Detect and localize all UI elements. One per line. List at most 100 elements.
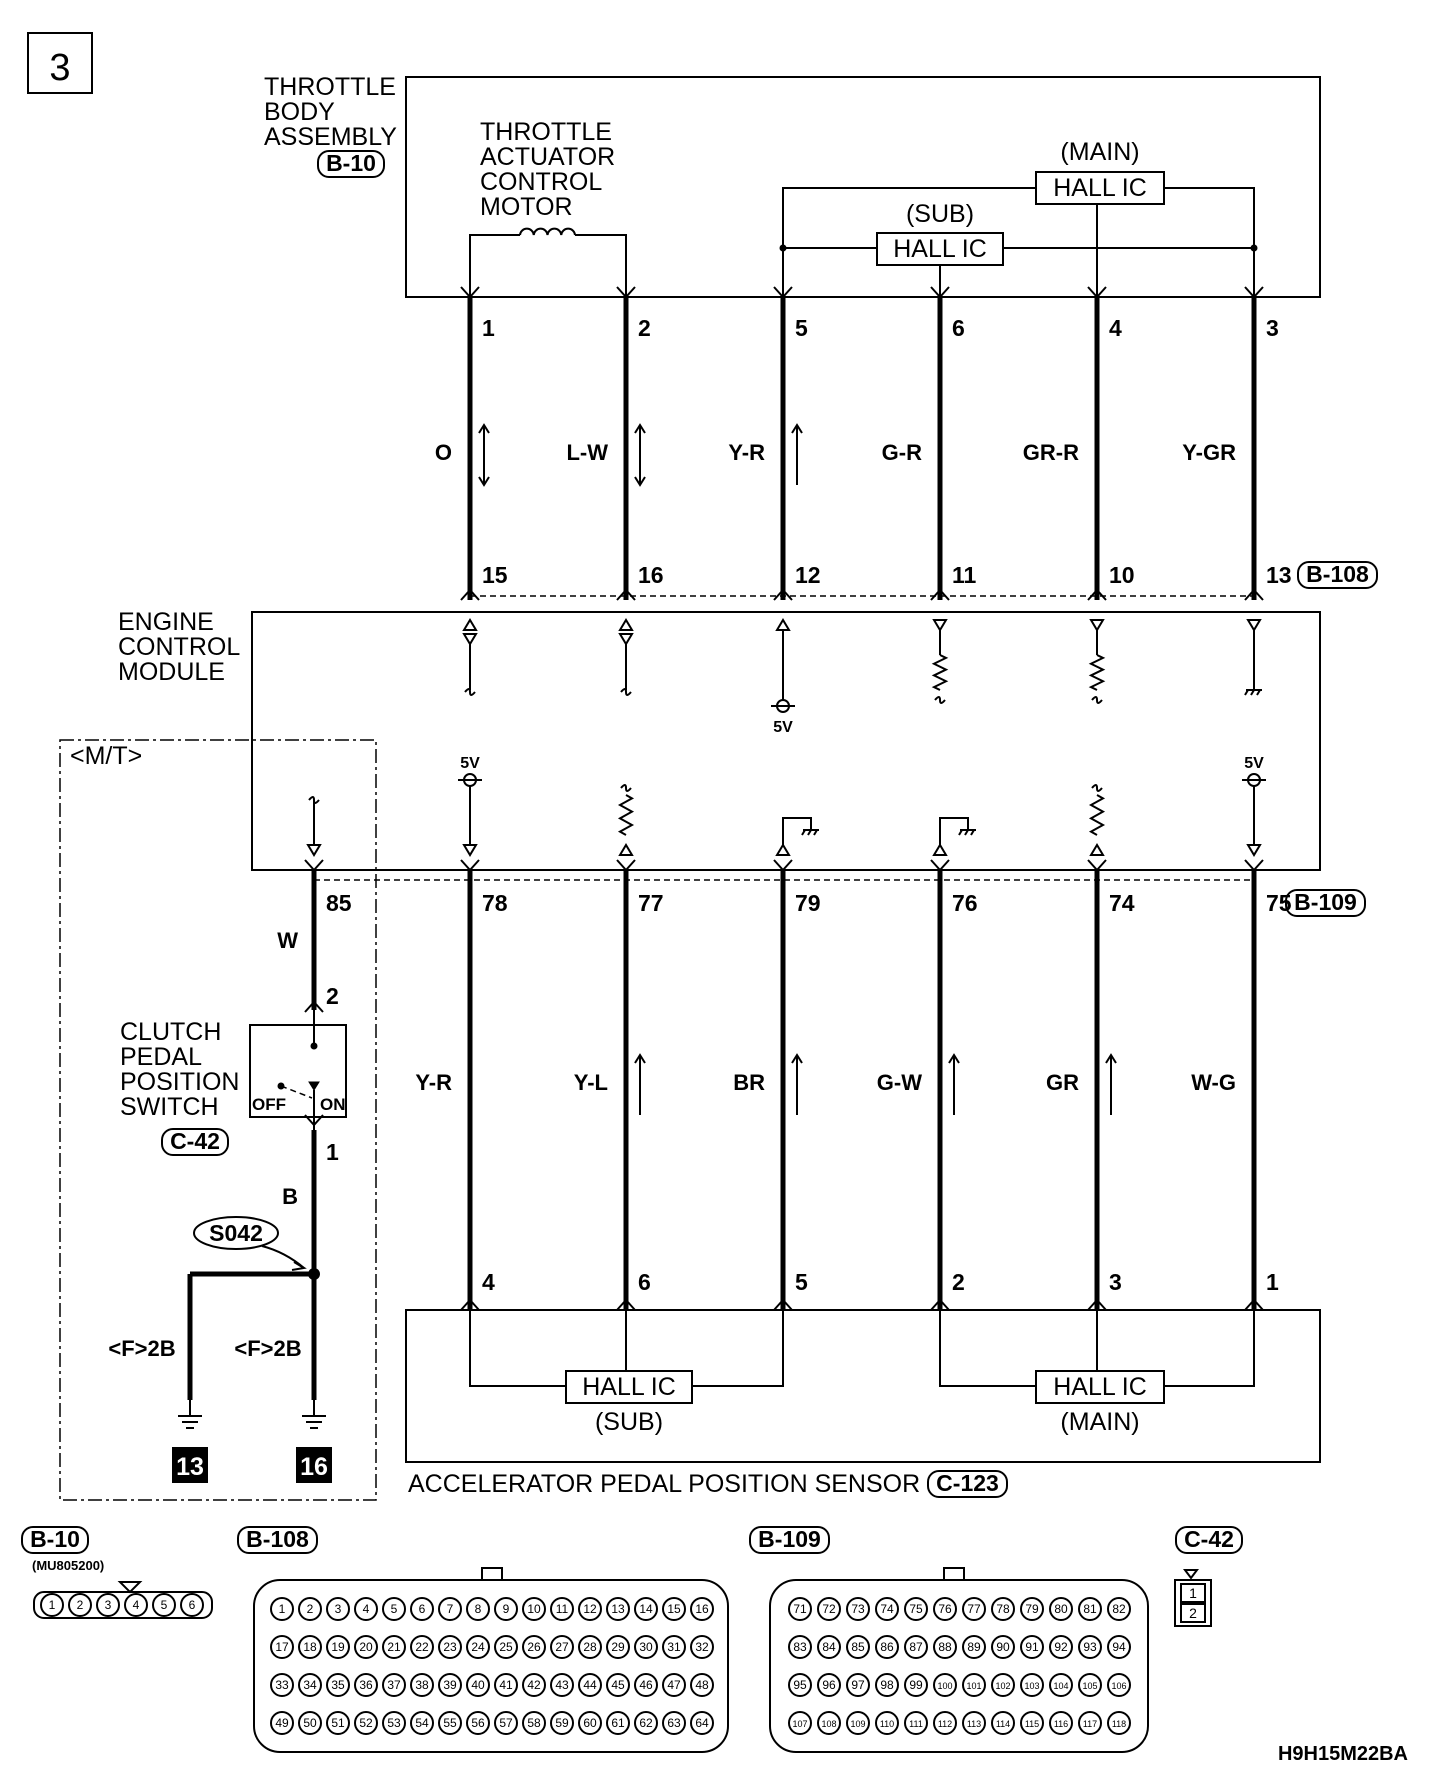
connector-b108-pin-2-9-circle bbox=[522, 1673, 546, 1697]
ecm-title-1: CONTROL bbox=[118, 633, 240, 661]
sensor-pin-4: 3 bbox=[1109, 1269, 1122, 1295]
sensor-pin-3: 2 bbox=[952, 1269, 965, 1295]
ecm-upper-tri-up-2 bbox=[775, 618, 791, 631]
connector-b108-pin-1-4: 21 bbox=[387, 1640, 401, 1654]
connector-b10-pin-5: 6 bbox=[189, 1598, 196, 1612]
upper-wire-top-chevron-5 bbox=[1244, 286, 1264, 299]
connector-b109-pin-2-10: 105 bbox=[1082, 1681, 1097, 1691]
connector-b108-pin-0-15: 16 bbox=[695, 1602, 709, 1616]
connector-b108-pin-3-10: 59 bbox=[555, 1716, 569, 1730]
sensor-sub-hall-ic: HALL IC bbox=[582, 1373, 676, 1401]
lower-wire-color-2: BR bbox=[733, 1070, 765, 1095]
connector-b108-pin-1-8: 25 bbox=[499, 1640, 513, 1654]
sensor-frame bbox=[405, 1309, 1321, 1463]
lower-wire-arrowhead-2 bbox=[791, 1053, 803, 1064]
connector-b108-pin-1-15-circle bbox=[690, 1635, 714, 1659]
connector-b109-pin-3-3-circle bbox=[875, 1711, 899, 1735]
connector-b108-pin-0-12: 13 bbox=[611, 1602, 625, 1616]
connector-b108-pin-3-15: 64 bbox=[695, 1716, 709, 1730]
connector-b108-pin-1-1-circle bbox=[298, 1635, 322, 1659]
connector-b108-pin-0-4: 5 bbox=[391, 1602, 398, 1616]
connector-b109-pin-2-6: 101 bbox=[966, 1681, 981, 1691]
connector-b109-pin-2-10-circle bbox=[1078, 1673, 1102, 1697]
connector-b10-pin-4: 5 bbox=[161, 1598, 168, 1612]
connector-b108-pin-0-4-circle bbox=[382, 1597, 406, 1621]
connector-b108-pin-1-11-circle bbox=[578, 1635, 602, 1659]
mt-wire-top-color: W bbox=[277, 928, 298, 953]
connector-b109-pin-1-10-circle bbox=[1078, 1635, 1102, 1659]
connector-b109-pin-3-11-circle bbox=[1107, 1711, 1131, 1735]
clutch-switch-connector-frame bbox=[161, 1128, 229, 1156]
ecm-lower-pin-4: 74 bbox=[1109, 890, 1135, 916]
connector-b109-label: B-109 bbox=[758, 1526, 821, 1552]
connector-b108-pin-1-0-circle bbox=[270, 1635, 294, 1659]
upper-wire-color-0: O bbox=[435, 440, 452, 465]
connector-b108-pin-1-15: 32 bbox=[695, 1640, 709, 1654]
sensor-pin-2: 5 bbox=[795, 1269, 808, 1295]
connector-b109-pin-2-7-circle bbox=[991, 1673, 1015, 1697]
throttle-pin-5: 3 bbox=[1266, 315, 1279, 341]
connector-b109-pin-0-2: 73 bbox=[851, 1602, 865, 1616]
sensor-connector-frame bbox=[927, 1470, 1008, 1498]
ecm-upper-pin-4: 10 bbox=[1109, 562, 1135, 588]
ecm-lower-tri-1 bbox=[618, 843, 634, 856]
mt-ground-number-box-left bbox=[172, 1447, 208, 1483]
connector-b109-pin-1-1-circle bbox=[817, 1635, 841, 1659]
connector-b108-pin-0-11: 12 bbox=[583, 1602, 597, 1616]
motor-coil-symbol bbox=[519, 227, 576, 236]
connector-b108-pin-0-6: 7 bbox=[447, 1602, 454, 1616]
connector-b108-pin-3-2: 51 bbox=[331, 1716, 345, 1730]
connector-b108-label: B-108 bbox=[246, 1526, 309, 1552]
sensor-connector: C-123 bbox=[936, 1470, 999, 1496]
connector-b108-pin-3-3: 52 bbox=[359, 1716, 373, 1730]
connector-b108-pin-1-6: 23 bbox=[443, 1640, 457, 1654]
throttle-pin-3: 6 bbox=[952, 315, 965, 341]
connector-b109-pin-0-0: 71 bbox=[793, 1602, 807, 1616]
connector-b109-pin-2-7: 102 bbox=[995, 1681, 1010, 1691]
mt-splice-branch bbox=[187, 1271, 314, 1400]
connector-b108-pin-0-0: 1 bbox=[279, 1602, 286, 1616]
connector-b108-pin-3-6-circle bbox=[438, 1711, 462, 1735]
connector-b109-label-frame bbox=[749, 1526, 830, 1554]
connector-b10-pin-3-circle bbox=[124, 1593, 148, 1617]
connector-b109-pin-2-1: 96 bbox=[822, 1678, 836, 1692]
connector-b109-pin-0-10: 81 bbox=[1083, 1602, 1097, 1616]
connector-b109-pin-3-1: 108 bbox=[821, 1719, 836, 1729]
clutch-switch-label-1: PEDAL bbox=[120, 1043, 202, 1071]
connector-b109-pin-0-1: 72 bbox=[822, 1602, 836, 1616]
connector-b108-pin-3-11-circle bbox=[578, 1711, 602, 1735]
mt-ground-number-box-right bbox=[296, 1447, 332, 1483]
connector-b109-pin-1-5: 88 bbox=[938, 1640, 952, 1654]
connector-b108-pin-2-6-circle bbox=[438, 1673, 462, 1697]
connector-b109-pin-2-3: 98 bbox=[880, 1678, 894, 1692]
throttle-pin-0: 1 bbox=[482, 315, 495, 341]
connector-b109-pin-2-11-circle bbox=[1107, 1673, 1131, 1697]
ecm-mt-tilde bbox=[308, 796, 320, 804]
mt-wire-bottom-color: B bbox=[282, 1184, 298, 1209]
connector-b109-pin-3-6-circle bbox=[962, 1711, 986, 1735]
throttle-pin-1: 2 bbox=[638, 315, 651, 341]
connector-b109-pin-0-9-circle bbox=[1049, 1597, 1073, 1621]
ecm-lower-connector-frame bbox=[1285, 889, 1366, 917]
upper-wire-color-4: GR-R bbox=[1023, 440, 1079, 465]
connector-b10-pin-4-circle bbox=[152, 1593, 176, 1617]
connector-b109-pin-0-6: 77 bbox=[967, 1602, 981, 1616]
connector-b109-pin-2-1-circle bbox=[817, 1673, 841, 1697]
lower-wire-color-5: W-G bbox=[1191, 1070, 1236, 1095]
connector-b109-pin-3-7-circle bbox=[991, 1711, 1015, 1735]
connector-b10-pin-1: 2 bbox=[77, 1598, 84, 1612]
connector-b108-pin-1-13: 30 bbox=[639, 1640, 653, 1654]
connector-b109-pin-1-3: 86 bbox=[880, 1640, 894, 1654]
connector-b108-pin-0-5-circle bbox=[410, 1597, 434, 1621]
ecm-upper-tilde-3 bbox=[934, 696, 946, 704]
upper-wire-arrowheads-1 bbox=[634, 423, 646, 487]
ecm-upper-tri-down-0 bbox=[462, 633, 478, 646]
connector-b108-pin-1-3: 20 bbox=[359, 1640, 373, 1654]
connector-b108-pin-0-3: 4 bbox=[363, 1602, 370, 1616]
connector-b109-key bbox=[943, 1567, 965, 1581]
upper-wire-color-3: G-R bbox=[882, 440, 922, 465]
connector-b108-pin-2-5: 38 bbox=[415, 1678, 429, 1692]
connector-b109-pin-0-3: 74 bbox=[880, 1602, 894, 1616]
connector-b108-pin-1-2-circle bbox=[326, 1635, 350, 1659]
lower-wire-ecm-chevron-4 bbox=[1087, 859, 1107, 872]
